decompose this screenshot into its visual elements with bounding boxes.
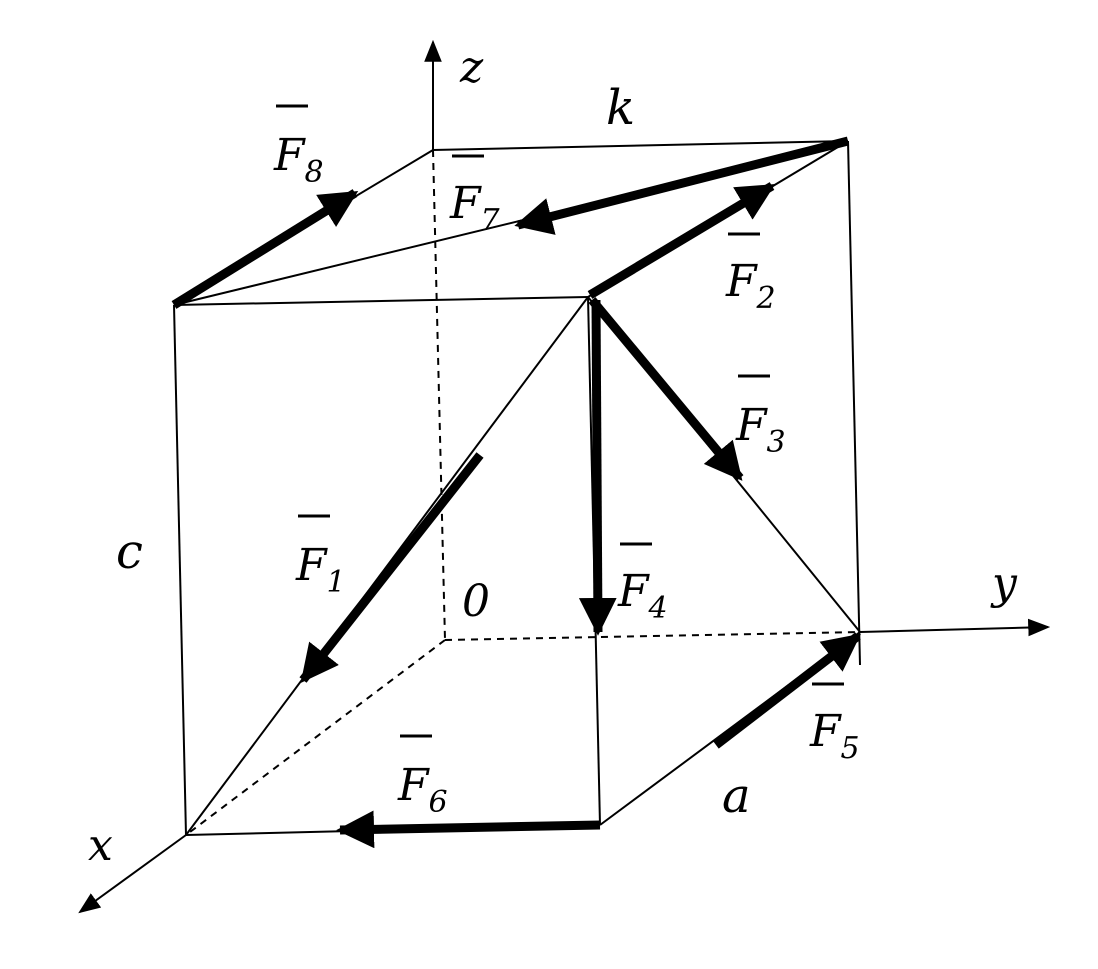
z-axis-hidden — [432, 149, 446, 641]
origin-label: 0 — [462, 576, 490, 627]
force-f6-arrow — [336, 810, 601, 849]
edge-vertical-right — [847, 140, 861, 666]
dimension-a-label: a — [722, 768, 751, 824]
force-f5-label: F5 — [809, 706, 860, 766]
edge-top-front — [173, 296, 589, 306]
force-f3-arrow — [588, 297, 744, 481]
dimension-c-label: c — [116, 524, 143, 580]
force-f7-arrow — [514, 136, 850, 235]
force-f4-label: F4 — [617, 566, 668, 626]
z-axis-label: z — [459, 42, 484, 93]
force-f8-arrow — [171, 189, 359, 309]
y-axis-hidden — [444, 631, 861, 641]
force-f5-arrow — [713, 632, 861, 749]
x-axis-hidden — [185, 639, 446, 836]
force-labels — [276, 104, 844, 738]
edge-top-back — [432, 140, 849, 151]
edge-vertical-left — [173, 304, 187, 836]
force-f8-label: F8 — [273, 130, 324, 190]
force-vectors — [171, 136, 861, 849]
force-f3-label: F3 — [735, 400, 786, 460]
y-axis-label: y — [990, 558, 1018, 609]
force-f1-label: F1 — [295, 540, 346, 600]
force-f7-label: F7 — [449, 178, 501, 238]
force-f6-label: F6 — [397, 760, 448, 820]
axes — [78, 39, 1051, 914]
force-f4-arrow — [578, 299, 617, 636]
force-f1-arrow — [299, 452, 484, 683]
force-f2-label: F2 — [725, 256, 776, 316]
force-f2-arrow — [587, 182, 776, 299]
dimension-k-label: k — [606, 80, 635, 136]
y-axis — [859, 618, 1051, 637]
x-axis-label: x — [88, 820, 113, 871]
x-axis — [78, 834, 187, 914]
